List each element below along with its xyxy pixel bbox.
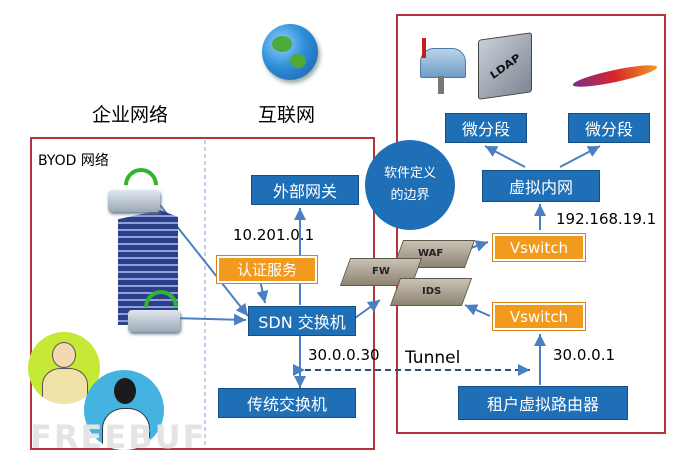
wifi-bottom-to-sdn-arrow — [171, 313, 247, 326]
micro-segment-box-1: 微分段 — [445, 113, 527, 143]
waf-label: WAF — [418, 248, 444, 259]
software-defined-perimeter-bubble: 软件定义 的边界 — [365, 140, 455, 230]
virtual-intranet-box: 虚拟内网 — [482, 170, 600, 202]
sdn-switch-box: SDN 交换机 — [248, 306, 356, 336]
bubble-line-2: 的边界 — [390, 188, 430, 203]
external-gateway-box: 外部网关 — [251, 175, 359, 205]
intranet-to-microseg2-arrow — [559, 145, 601, 168]
ldap-book-icon: LDAP — [478, 32, 532, 100]
globe-icon — [262, 24, 318, 80]
vswitch-box-1: Vswitch — [492, 233, 586, 262]
auth-to-sdn-arrow — [256, 279, 269, 304]
fw-label: FW — [372, 266, 390, 277]
auth-service-box: 认证服务 — [216, 255, 318, 284]
wifi-router-icon — [108, 190, 160, 212]
bubble-line-1: 软件定义 — [383, 166, 436, 181]
enterprise-network-frame — [30, 137, 375, 450]
tunnel-label: Tunnel — [405, 348, 461, 368]
ids-label: IDS — [422, 286, 442, 297]
gateway-ip-label: 10.201.0.1 — [233, 226, 315, 244]
intranet-ip-label: 192.168.19.1 — [556, 210, 657, 228]
legacy-switch-box: 传统交换机 — [218, 388, 356, 418]
tenant-router-box: 租户虚拟路由器 — [458, 386, 628, 420]
router-ip-label: 30.0.0.1 — [553, 346, 616, 364]
vswitch2-to-appliance-arrow — [464, 304, 491, 317]
sdn-ip-label: 30.0.0.30 — [308, 346, 380, 364]
freebuf-watermark: FREEBUF — [30, 418, 207, 456]
internet-label: 互联网 — [258, 104, 316, 126]
sdn-to-appliance-arrow — [354, 299, 381, 319]
user-avatar-icon — [84, 370, 164, 450]
enterprise-network-label: 企业网络 — [92, 104, 169, 126]
byod-label: BYOD 网络 — [38, 153, 109, 169]
intranet-to-microseg1-arrow — [484, 145, 526, 168]
office-building-icon — [118, 210, 178, 325]
vswitch-box-2: Vswitch — [492, 302, 586, 331]
wifi-router-icon — [128, 310, 180, 332]
mailbox-icon — [418, 38, 466, 94]
ldap-text: LDAP — [487, 50, 523, 82]
micro-segment-box-2: 微分段 — [568, 113, 650, 143]
